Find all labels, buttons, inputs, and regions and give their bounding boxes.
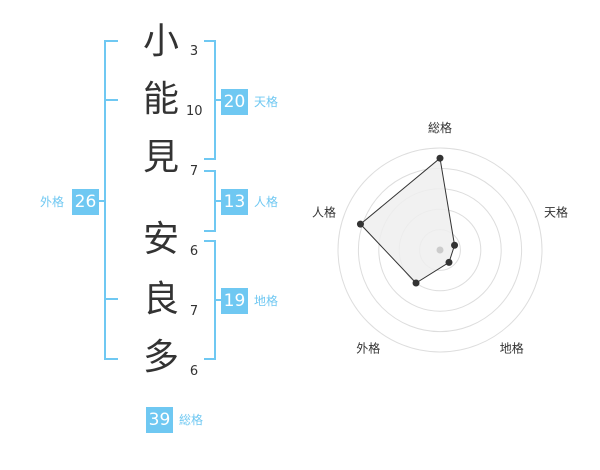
gaikaku-value: 26 [72, 189, 99, 215]
stroke-count-3: 7 [189, 164, 199, 179]
radar-series-area [359, 157, 456, 284]
soukaku-value: 39 [146, 407, 173, 433]
chikaku-label: 地格 [254, 294, 279, 308]
bracket-connector [214, 200, 222, 202]
stroke-count-4: 6 [189, 244, 199, 259]
stroke-count-2: 10 [186, 104, 203, 119]
radar-axis-label: 人格 [312, 204, 336, 219]
radar-center-dot [436, 246, 444, 254]
chikaku-value: 19 [221, 288, 248, 314]
tenkaku-value: 20 [221, 89, 248, 115]
radar-axis-label: 外格 [356, 341, 380, 356]
name-char-4: 安 [142, 219, 179, 260]
stroke-count-1: 3 [189, 44, 199, 59]
name-char-5: 良 [142, 279, 179, 320]
radar-grid-ring [337, 147, 543, 353]
stroke-count-5: 7 [189, 304, 199, 319]
radar-data-point [451, 241, 459, 249]
bracket-divider [104, 298, 118, 300]
name-char-6: 多 [142, 337, 179, 378]
radar-data-point [356, 220, 364, 228]
bracket-divider [104, 99, 118, 101]
radar-axis-label: 総格 [428, 120, 452, 135]
radar-data-point [436, 154, 444, 162]
radar-axis-label: 地格 [500, 341, 524, 356]
radar-axis-label: 天格 [544, 204, 568, 219]
bracket-connector [98, 200, 106, 202]
jinkaku-value: 13 [221, 189, 248, 215]
bracket-connector [214, 299, 222, 301]
stroke-count-6: 6 [189, 364, 199, 379]
name-char-3: 見 [142, 137, 179, 178]
gaikaku-label: 外格 [40, 195, 65, 209]
radar-data-point [445, 258, 453, 266]
name-char-1: 小 [142, 21, 179, 62]
name-char-2: 能 [142, 79, 179, 120]
soukaku-label: 総格 [179, 413, 204, 427]
bracket-connector [214, 99, 222, 101]
tenkaku-label: 天格 [254, 95, 279, 109]
jinkaku-label: 人格 [254, 195, 279, 209]
radar-data-point [412, 279, 420, 287]
